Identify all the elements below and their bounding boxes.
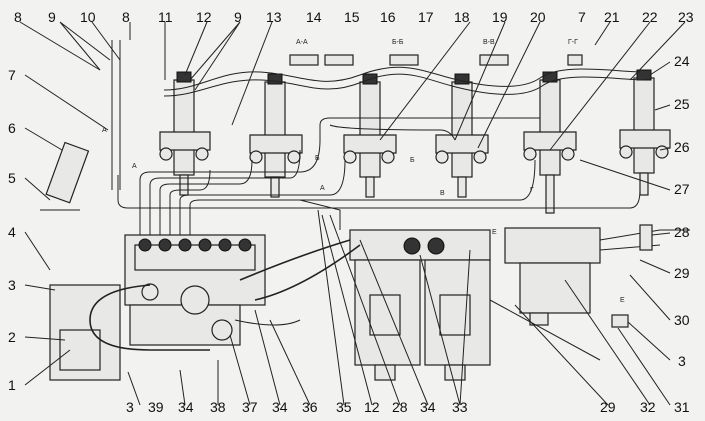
injector-3	[343, 73, 397, 198]
injector-2	[249, 73, 303, 198]
callout-left-7: 7	[8, 67, 16, 83]
callout-right-27: 27	[674, 181, 690, 197]
callout-top-11: 11	[158, 9, 173, 25]
callout-bottom-3: 3	[126, 399, 134, 415]
callout-bottom-33: 33	[452, 399, 468, 415]
callout-top-17: 17	[418, 9, 434, 25]
high-pressure-lines	[117, 117, 641, 240]
mark-bb2: В-В	[483, 39, 495, 46]
injection-pump	[49, 234, 266, 381]
callout-top-19: 19	[492, 9, 508, 25]
mark-a2: А	[132, 163, 137, 170]
callout-right-29: 29	[674, 265, 690, 281]
callout-right-26: 26	[674, 139, 690, 155]
inset-detail	[40, 141, 90, 211]
callout-right-3: 3	[678, 353, 686, 369]
mark-gg: Г-Г	[568, 39, 578, 46]
fine-filter	[489, 224, 690, 361]
injector-1	[159, 71, 211, 196]
callout-top-8a: 8	[14, 9, 22, 25]
callout-right-25: 25	[674, 96, 690, 112]
callout-top-23: 23	[678, 9, 694, 25]
callout-bottom-37: 37	[242, 399, 258, 415]
injector-4	[435, 73, 489, 198]
callout-bottom-32: 32	[640, 399, 656, 415]
callout-right-24: 24	[674, 53, 690, 69]
callout-bottom-39: 39	[148, 399, 164, 415]
mark-v1: В	[440, 190, 445, 197]
return-line	[111, 40, 643, 190]
callout-left-2: 2	[8, 329, 16, 345]
callout-top-13: 13	[266, 9, 282, 25]
callout-bottom-34a: 34	[178, 399, 194, 415]
fuel-filters	[349, 229, 491, 381]
section-marks: A-A Б-Б В-В Г-Г А А А Б Б В Г Е Е	[102, 39, 625, 304]
callout-left-5: 5	[8, 170, 16, 186]
callout-right-31: 31	[674, 399, 690, 415]
injector-6	[619, 69, 671, 196]
callout-top-20: 20	[530, 9, 546, 25]
callout-bottom-28: 28	[392, 399, 408, 415]
callout-top-16: 16	[380, 9, 396, 25]
callout-bottom-34b: 34	[272, 399, 288, 415]
mark-a1: А	[102, 127, 107, 134]
callout-right-28: 28	[674, 224, 690, 240]
callout-top-15: 15	[344, 9, 360, 25]
callout-left-1: 1	[8, 377, 16, 393]
injectors	[159, 69, 671, 214]
callout-top-12: 12	[196, 9, 212, 25]
low-pressure-hoses	[89, 199, 361, 351]
callout-top-7: 7	[578, 9, 586, 25]
mark-e1: Е	[492, 229, 497, 236]
callout-bottom-35: 35	[336, 399, 352, 415]
section-clips	[289, 54, 583, 66]
callout-bottom-36: 36	[302, 399, 318, 415]
callout-top-18: 18	[454, 9, 470, 25]
callout-top-10: 10	[80, 9, 96, 25]
mark-a3: А	[320, 185, 325, 192]
callouts-bottom: 3 39 34 38 37 34 36 35 12 28 34 33 29 32	[126, 399, 656, 415]
callout-bottom-12: 12	[364, 399, 380, 415]
callout-top-21: 21	[604, 9, 620, 25]
callout-right-30: 30	[674, 312, 690, 328]
callout-left-6: 6	[8, 120, 16, 136]
injector-5	[523, 71, 577, 214]
mark-aa: A-A	[296, 39, 308, 46]
callouts-right: 24 25 26 27 28 29 30 3 31	[674, 53, 690, 415]
callout-bottom-38: 38	[210, 399, 226, 415]
mark-bb1: Б-Б	[392, 39, 404, 46]
callout-bottom-29: 29	[600, 399, 616, 415]
callout-left-3: 3	[8, 277, 16, 293]
callout-top-9a: 9	[48, 9, 56, 25]
mark-e2: Е	[620, 297, 625, 304]
leader-lines	[19, 21, 686, 406]
mark-b1: Б	[315, 155, 320, 162]
callout-left-4: 4	[8, 224, 16, 240]
callouts-left: 7 6 5 4 3 2 1	[8, 67, 16, 393]
callouts-top: 8 9 10 8 11 12 9 13 14 15 16 17 18 19 20…	[14, 9, 694, 25]
mark-b2: Б	[410, 157, 415, 164]
callout-top-22: 22	[642, 9, 658, 25]
callout-top-14: 14	[306, 9, 322, 25]
mark-g1: Г	[530, 187, 534, 194]
callout-bottom-34c: 34	[420, 399, 436, 415]
callout-top-8b: 8	[122, 9, 130, 25]
callout-top-9b: 9	[234, 9, 242, 25]
